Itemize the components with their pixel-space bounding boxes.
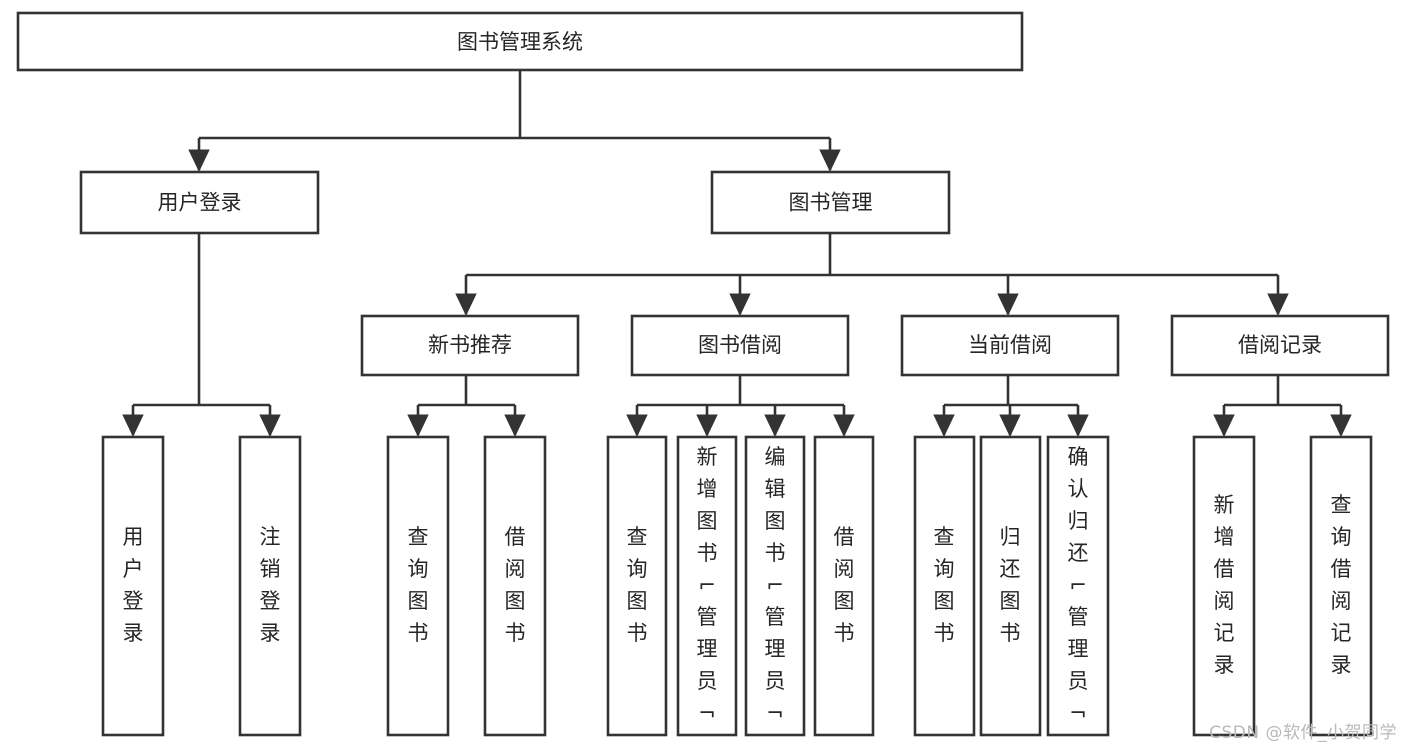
node-label-leaf-book-borrow-1: 新增图书⌐管理员¬ <box>697 445 718 725</box>
node-box-leaf-book-borrow-0[interactable] <box>606 435 668 737</box>
node-box-leaf-book-borrow-3[interactable] <box>813 435 875 737</box>
node-label-root: 图书管理系统 <box>457 30 583 54</box>
node-label-user-login: 用户登录 <box>158 191 242 215</box>
leaf-new-book-recommend-1[interactable]: 借阅图书 <box>483 435 547 737</box>
node-box-leaf-current-borrow-2[interactable] <box>1046 435 1110 737</box>
node-box-leaf-book-borrow-2[interactable] <box>744 435 806 737</box>
node-box-leaf-current-borrow-0[interactable] <box>913 435 976 737</box>
node-box-leaf-current-borrow-1[interactable] <box>979 435 1042 737</box>
node-box-leaf-new-book-1[interactable] <box>483 435 547 737</box>
node-book-borrow[interactable]: 图书借阅 <box>630 314 850 377</box>
leaf-borrow-record-1[interactable]: 查询借阅记录 <box>1309 435 1373 737</box>
node-label-book-borrow: 图书借阅 <box>698 333 782 357</box>
node-label-borrow-record: 借阅记录 <box>1238 333 1322 357</box>
node-current-borrow[interactable]: 当前借阅 <box>900 314 1120 377</box>
node-label-leaf-user-login-1: 注销登录 <box>260 525 281 645</box>
node-label-leaf-new-book-0: 查询图书 <box>408 525 429 645</box>
node-label-leaf-new-book-1: 借阅图书 <box>505 525 526 645</box>
node-box-borrow-record[interactable] <box>1170 314 1390 377</box>
node-box-leaf-user-login-0[interactable] <box>101 435 165 737</box>
node-box-user-login[interactable] <box>79 170 320 235</box>
node-box-book-borrow[interactable] <box>630 314 850 377</box>
node-label-leaf-borrow-record-0: 新增借阅记录 <box>1214 493 1235 677</box>
leaf-user-login-1[interactable]: 注销登录 <box>238 435 302 737</box>
leaf-book-borrow-1[interactable]: 新增图书⌐管理员¬ <box>676 435 738 737</box>
node-label-leaf-book-borrow-3: 借阅图书 <box>834 525 855 645</box>
node-box-leaf-user-login-1[interactable] <box>238 435 302 737</box>
node-box-leaf-borrow-record-1[interactable] <box>1309 435 1373 737</box>
node-label-leaf-current-borrow-2: 确认归还⌐管理员¬ <box>1068 445 1089 725</box>
node-label-leaf-borrow-record-1: 查询借阅记录 <box>1331 493 1352 677</box>
node-box-book-management[interactable] <box>710 170 951 235</box>
node-box-leaf-new-book-0[interactable] <box>386 435 450 737</box>
leaf-borrow-record-0[interactable]: 新增借阅记录 <box>1192 435 1256 737</box>
node-box-root[interactable] <box>16 11 1024 72</box>
leaf-book-borrow-3[interactable]: 借阅图书 <box>813 435 875 737</box>
node-label-leaf-book-borrow-0: 查询图书 <box>627 525 648 645</box>
node-box-leaf-book-borrow-1[interactable] <box>676 435 738 737</box>
node-box-leaf-borrow-record-0[interactable] <box>1192 435 1256 737</box>
node-box-new-book-recommend[interactable] <box>360 314 580 377</box>
leaf-current-borrow-0[interactable]: 查询图书 <box>913 435 976 737</box>
leaf-book-borrow-0[interactable]: 查询图书 <box>606 435 668 737</box>
leaf-book-borrow-2[interactable]: 编辑图书⌐管理员¬ <box>744 435 806 737</box>
node-new-book-recommend[interactable]: 新书推荐 <box>360 314 580 377</box>
leaf-current-borrow-2[interactable]: 确认归还⌐管理员¬ <box>1046 435 1110 737</box>
node-label-current-borrow: 当前借阅 <box>968 333 1052 357</box>
node-label-book-management: 图书管理 <box>789 191 873 215</box>
leaf-current-borrow-1[interactable]: 归还图书 <box>979 435 1042 737</box>
node-box-current-borrow[interactable] <box>900 314 1120 377</box>
node-label-leaf-current-borrow-0: 查询图书 <box>934 525 955 645</box>
leaf-new-book-recommend-0[interactable]: 查询图书 <box>386 435 450 737</box>
edges-layer <box>122 70 1352 437</box>
node-label-leaf-user-login-0: 用户登录 <box>123 525 144 645</box>
node-label-leaf-current-borrow-1: 归还图书 <box>1000 525 1021 645</box>
node-label-leaf-book-borrow-2: 编辑图书⌐管理员¬ <box>765 445 786 725</box>
node-borrow-record[interactable]: 借阅记录 <box>1170 314 1390 377</box>
node-book-management[interactable]: 图书管理 <box>710 170 951 235</box>
node-user-login[interactable]: 用户登录 <box>79 170 320 235</box>
leaf-user-login-0[interactable]: 用户登录 <box>101 435 165 737</box>
node-label-new-book-recommend: 新书推荐 <box>428 333 512 357</box>
node-root-book-management-system[interactable]: 图书管理系统 <box>16 11 1024 72</box>
